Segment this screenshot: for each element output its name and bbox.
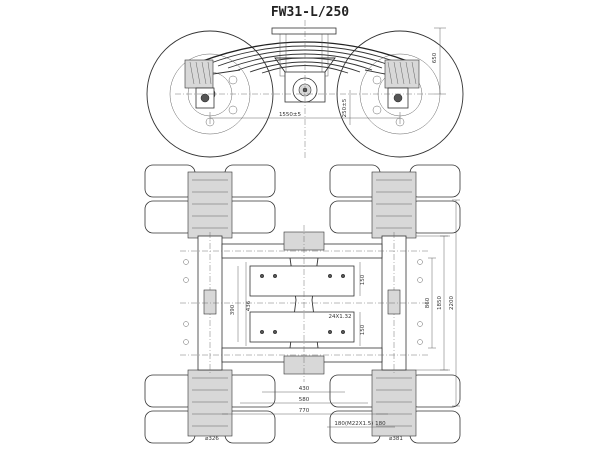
dim-wheelbase-label: 1550±5 [279, 112, 302, 118]
dims-mid: 150 150 [359, 262, 366, 346]
dim-770: 770 [299, 408, 310, 414]
dim-wheel-left: ⌀326 [205, 436, 219, 442]
plan-view: 430 580 770 180(M22X1.5) 180 ⌀326 ⌀381 2… [144, 164, 461, 444]
bolts [183, 259, 423, 345]
dim-430: 430 [299, 386, 310, 392]
dim-right-2: 1850 [437, 296, 443, 310]
axles [180, 243, 430, 363]
side-view: 1550±5 650 250±5 [146, 20, 464, 160]
dim-height-label: 650 [432, 52, 438, 63]
dim-right-3: 2200 [449, 296, 455, 310]
dims-left: 390 436 [230, 262, 252, 346]
dim-height: 650 [432, 27, 446, 95]
dim-axle-offset-label: 250±5 [342, 98, 348, 117]
dims-bottom: 430 580 770 180(M22X1.5) 180 ⌀326 ⌀381 [205, 386, 403, 442]
dim-bolt: 24X1.32 [328, 314, 351, 320]
dim-580: 580 [299, 397, 310, 403]
dim-right-1: 860 [425, 297, 431, 308]
dim-wheelbase: 1550±5 [209, 112, 401, 124]
left-hanger [184, 59, 241, 109]
dim-mid-1: 150 [360, 274, 366, 285]
dim-axle-seat: 180(M22X1.5) 180 [334, 421, 386, 427]
center-member [180, 225, 430, 382]
drawing-title: FW31-L/250 [271, 5, 349, 20]
dim-wheel-right: ⌀381 [389, 436, 403, 442]
dims-right: 860 1850 2200 [425, 199, 460, 407]
dim-axle-offset: 250±5 [342, 90, 351, 125]
right-hanger [364, 59, 420, 109]
dim-mid-2: 150 [360, 324, 366, 335]
dim-left-1: 390 [230, 304, 236, 315]
tires [144, 164, 461, 444]
dim-left-2: 436 [246, 300, 252, 311]
